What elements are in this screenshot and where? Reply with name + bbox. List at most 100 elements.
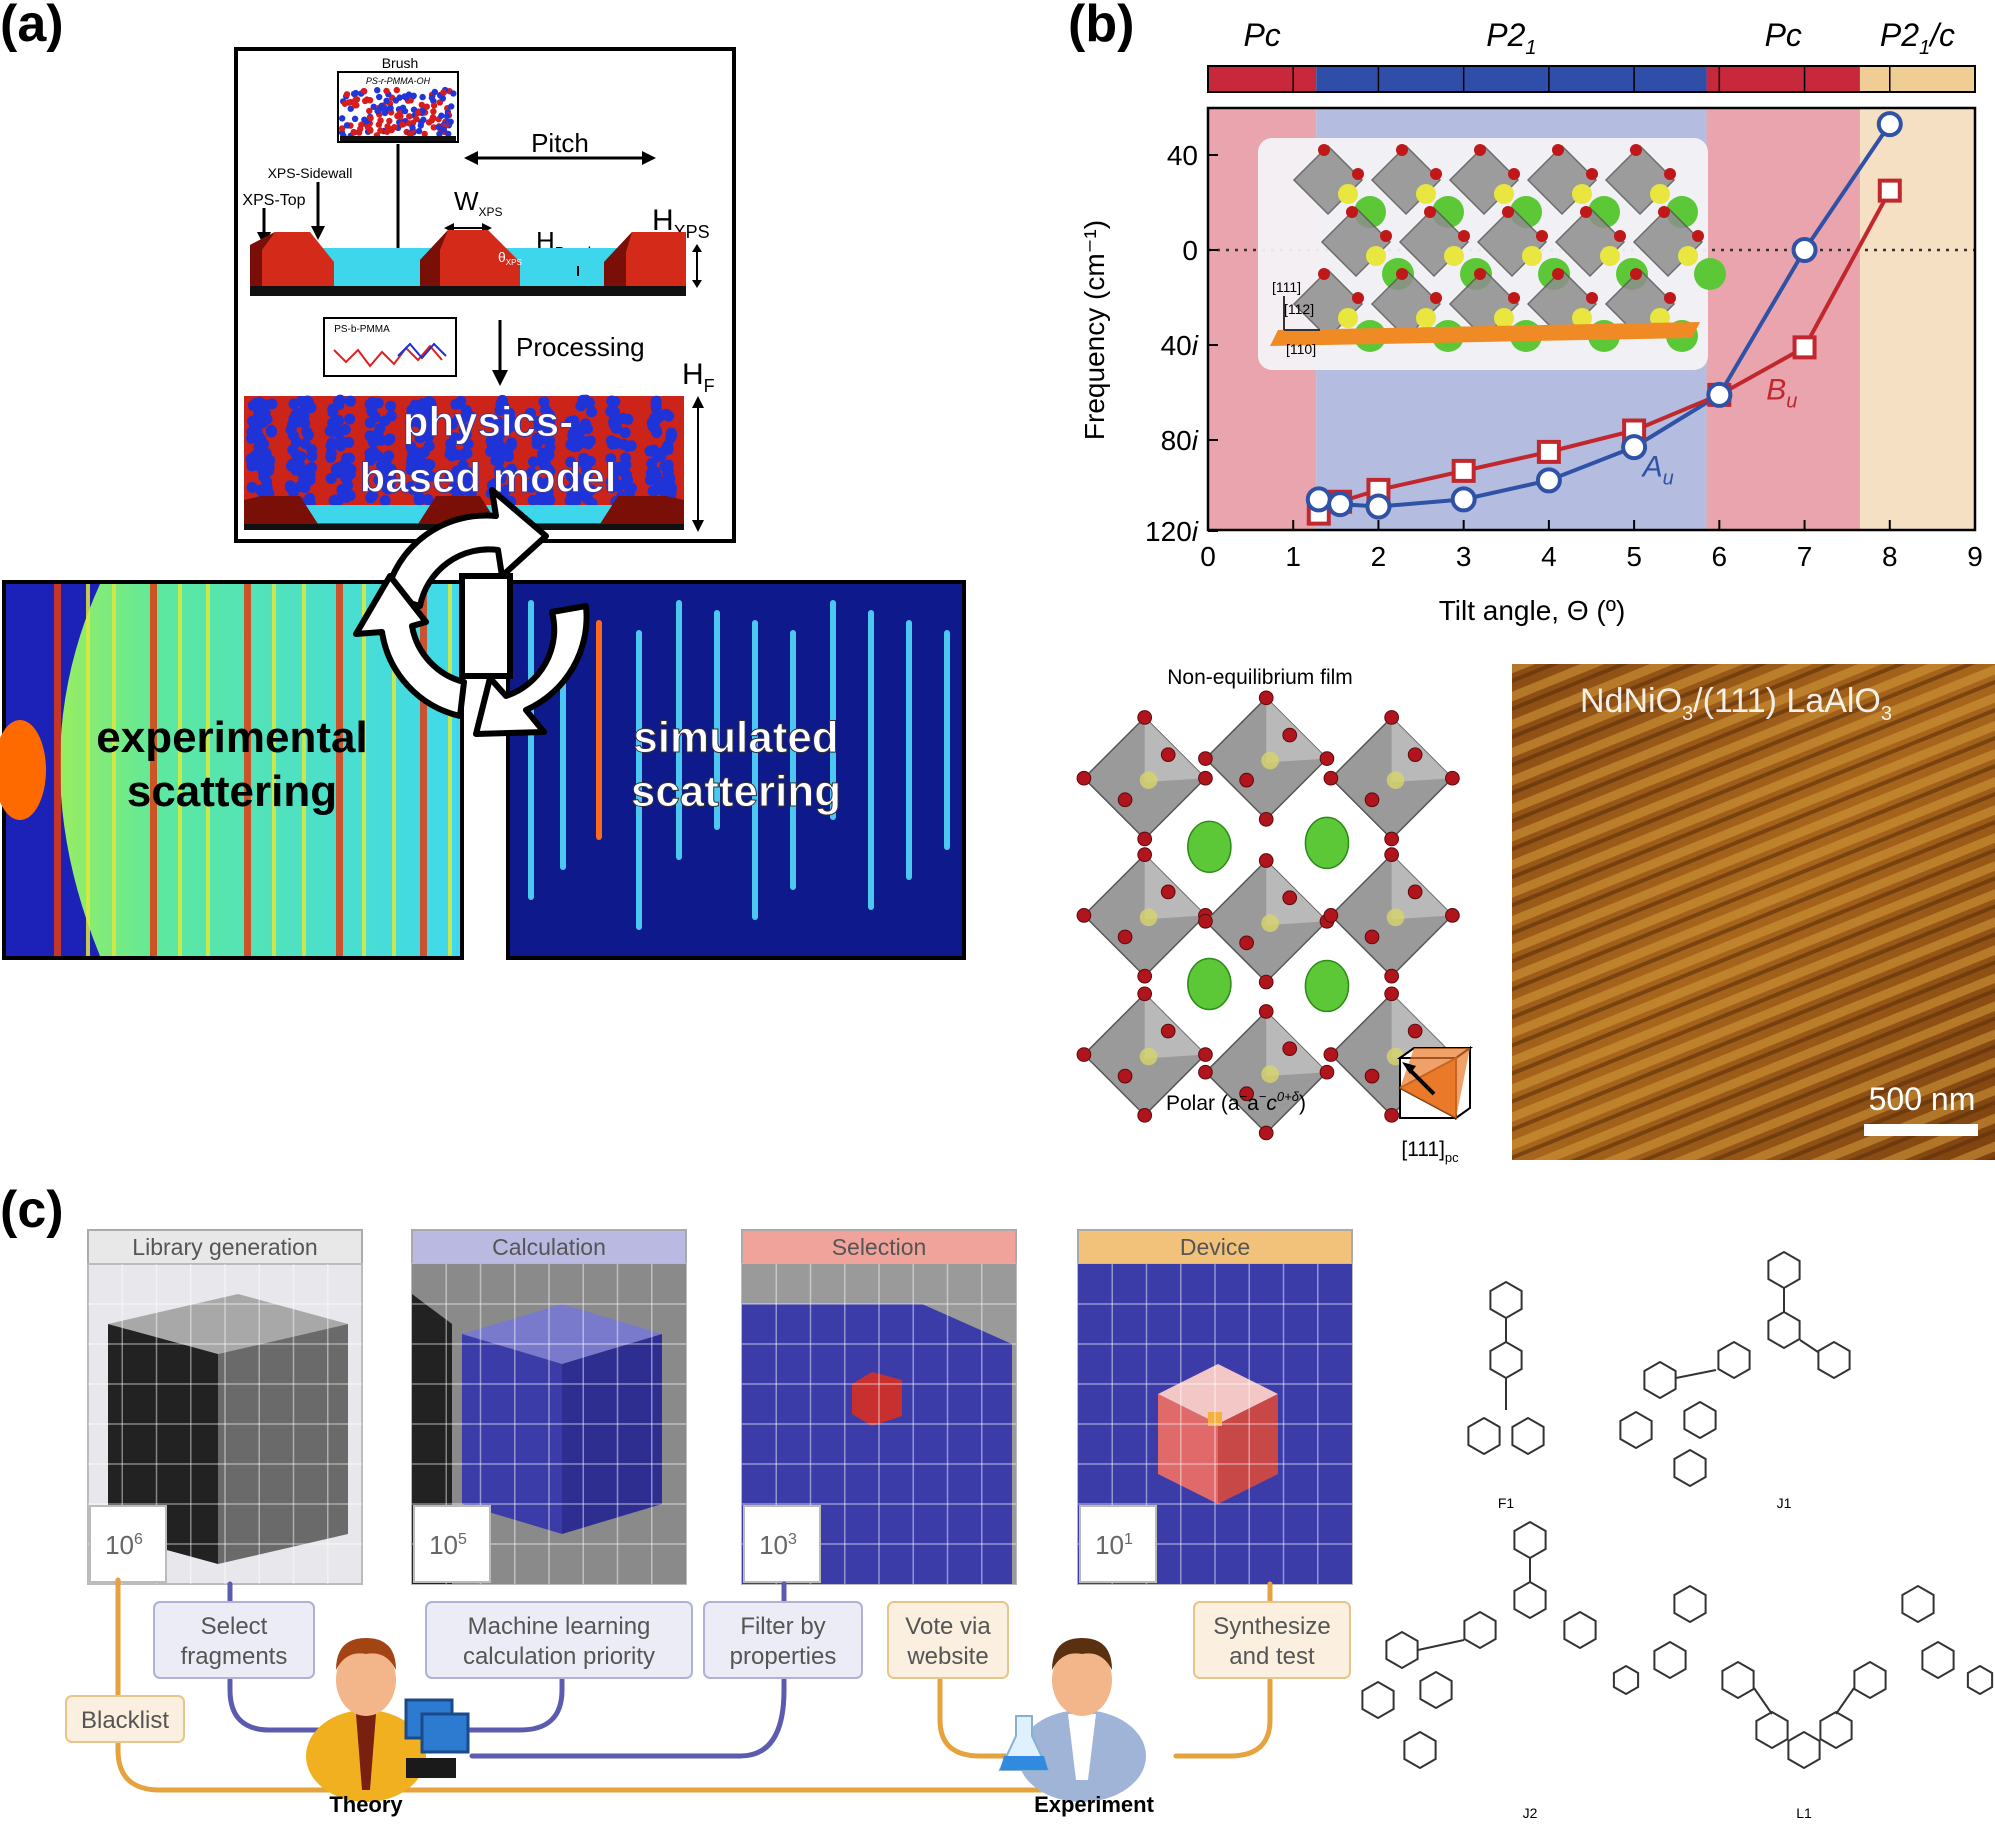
- theory-label: Theory: [329, 1792, 403, 1817]
- phase-bar-1: [1316, 66, 1707, 92]
- stage-count-3: 101: [1095, 1530, 1133, 1560]
- x-axis-title: Tilt angle, Θ (º): [1439, 595, 1626, 626]
- ring-25: [1819, 1710, 1853, 1750]
- phase-bar-2: [1706, 66, 1860, 92]
- svg-text:calculation priority: calculation priority: [463, 1643, 655, 1670]
- ring-3: [1511, 1416, 1545, 1456]
- x-tick-label-6: 6: [1712, 541, 1728, 572]
- xps-sidewall-label: XPS-Sidewall: [268, 165, 353, 181]
- svg-text:and test: and test: [1229, 1643, 1315, 1670]
- stage-title-0: Library generation: [132, 1234, 317, 1260]
- ring-10: [1619, 1410, 1653, 1450]
- inset-axis-111: [111]: [1272, 279, 1301, 295]
- ring-6: [1817, 1340, 1851, 1380]
- theory-person-icon: [306, 1638, 470, 1802]
- ring-29: [1966, 1664, 1994, 1696]
- phase-label-3: P21/c: [1880, 17, 1955, 59]
- ring-1: [1489, 1340, 1523, 1380]
- ring-12: [1513, 1520, 1547, 1560]
- stage-count-2: 103: [759, 1530, 797, 1560]
- molecules: [1361, 1250, 1994, 1770]
- pitch-label: Pitch: [531, 128, 589, 158]
- x-tick-label-5: 5: [1626, 541, 1642, 572]
- ring-13: [1513, 1580, 1547, 1620]
- y-tick-label-0: 40: [1167, 140, 1198, 171]
- cycle-arrows-icon: [353, 487, 590, 737]
- phase-label-0: Pc: [1243, 17, 1280, 53]
- x-tick-label-4: 4: [1541, 541, 1557, 572]
- step-machine-learning: Machine learning calculation priority: [425, 1601, 693, 1679]
- x-tick-label-2: 2: [1371, 541, 1387, 572]
- series-0-point-6: [1706, 381, 1733, 408]
- panel-label-b: (b): [1068, 0, 1135, 53]
- y-tick-label-3: 80i: [1161, 425, 1199, 456]
- plot-frame: [1206, 106, 1977, 532]
- experiment-label: Experiment: [1034, 1792, 1154, 1817]
- x-tick-label-1: 1: [1285, 541, 1301, 572]
- crystal-inset: [111] [112] [110]: [1258, 138, 1726, 370]
- x-tick-label-3: 3: [1456, 541, 1472, 572]
- ring-30: [1612, 1664, 1640, 1696]
- ring-27: [1921, 1640, 1955, 1680]
- pc-cube-icon: [1396, 1046, 1474, 1120]
- ring-17: [1419, 1670, 1453, 1710]
- perovskite-crystal: [1076, 690, 1460, 1141]
- series-0-point-5: [1621, 434, 1648, 461]
- brush-polymer-dots: [338, 86, 457, 140]
- bcp-label: PS-b-PMMA: [334, 324, 390, 335]
- y-tick-label-2: 40i: [1161, 330, 1199, 361]
- phase-label-1: P21: [1486, 17, 1536, 59]
- scale-bar: [1864, 1124, 1978, 1136]
- x-tick-label-8: 8: [1882, 541, 1898, 572]
- molecule-l1-label: L1: [1796, 1805, 1812, 1821]
- series-0-point-4: [1535, 467, 1562, 494]
- series-0-point-8: [1876, 111, 1903, 138]
- ring-11: [1673, 1448, 1707, 1488]
- panel-a-figure: Brush PS-r-PMMA-OH Pitch XPS-Sidewall XP…: [0, 47, 966, 960]
- experiment-person-icon: [998, 1638, 1146, 1802]
- phase-label-2: Pc: [1765, 17, 1802, 53]
- step-filter-properties: Filter by properties: [703, 1601, 863, 1679]
- series-layer: [1305, 111, 1903, 526]
- a-site-atom-2: [1187, 957, 1232, 1011]
- stage-title-1: Calculation: [492, 1234, 606, 1260]
- ring-15: [1463, 1610, 1497, 1650]
- brush-label: Brush: [382, 55, 419, 71]
- series-1-point-7: [1792, 335, 1817, 360]
- pillar-left: [250, 232, 334, 288]
- phase-bar-0: [1208, 66, 1317, 92]
- x-tick-label-9: 9: [1967, 541, 1983, 572]
- stage-count-box-2: [743, 1505, 821, 1583]
- series-0-point-0: [1305, 486, 1332, 513]
- h-xps-label: HXPS: [652, 204, 710, 242]
- panel-label-c: (c): [0, 1181, 64, 1239]
- stage-count-box-3: [1079, 1505, 1157, 1583]
- svg-text:properties: properties: [730, 1643, 837, 1670]
- phase-region-3: [1859, 108, 1975, 530]
- theta-label: θXPS: [498, 249, 522, 267]
- ring-7: [1717, 1340, 1751, 1380]
- ring-16: [1385, 1630, 1419, 1670]
- stage-count-box-0: [89, 1505, 167, 1583]
- experimental-title-line1: experimental: [96, 713, 367, 762]
- panel-c-figure: Library generation106Calculation105Selec…: [65, 1229, 1994, 1821]
- experimental-title-line2: scattering: [127, 767, 337, 816]
- a-site-atom-3: [1304, 959, 1350, 1013]
- ring-8: [1643, 1360, 1677, 1400]
- panel-label-a: (a): [0, 0, 64, 53]
- axis-111-pc-label: [111]pc: [1401, 1138, 1459, 1165]
- x-tick-label-7: 7: [1797, 541, 1813, 572]
- stage-count-box-1: [413, 1505, 491, 1583]
- stage-header-1: [411, 1229, 687, 1265]
- ring-2: [1467, 1416, 1501, 1456]
- ring-5: [1767, 1310, 1801, 1350]
- svg-text:fragments: fragments: [181, 1643, 288, 1670]
- step-blacklist: Blacklist: [65, 1695, 185, 1743]
- series-label-0: Au: [1641, 450, 1674, 489]
- scale-bar-label: 500 nm: [1869, 1081, 1976, 1117]
- simulated-title-line1: simulated: [633, 713, 838, 762]
